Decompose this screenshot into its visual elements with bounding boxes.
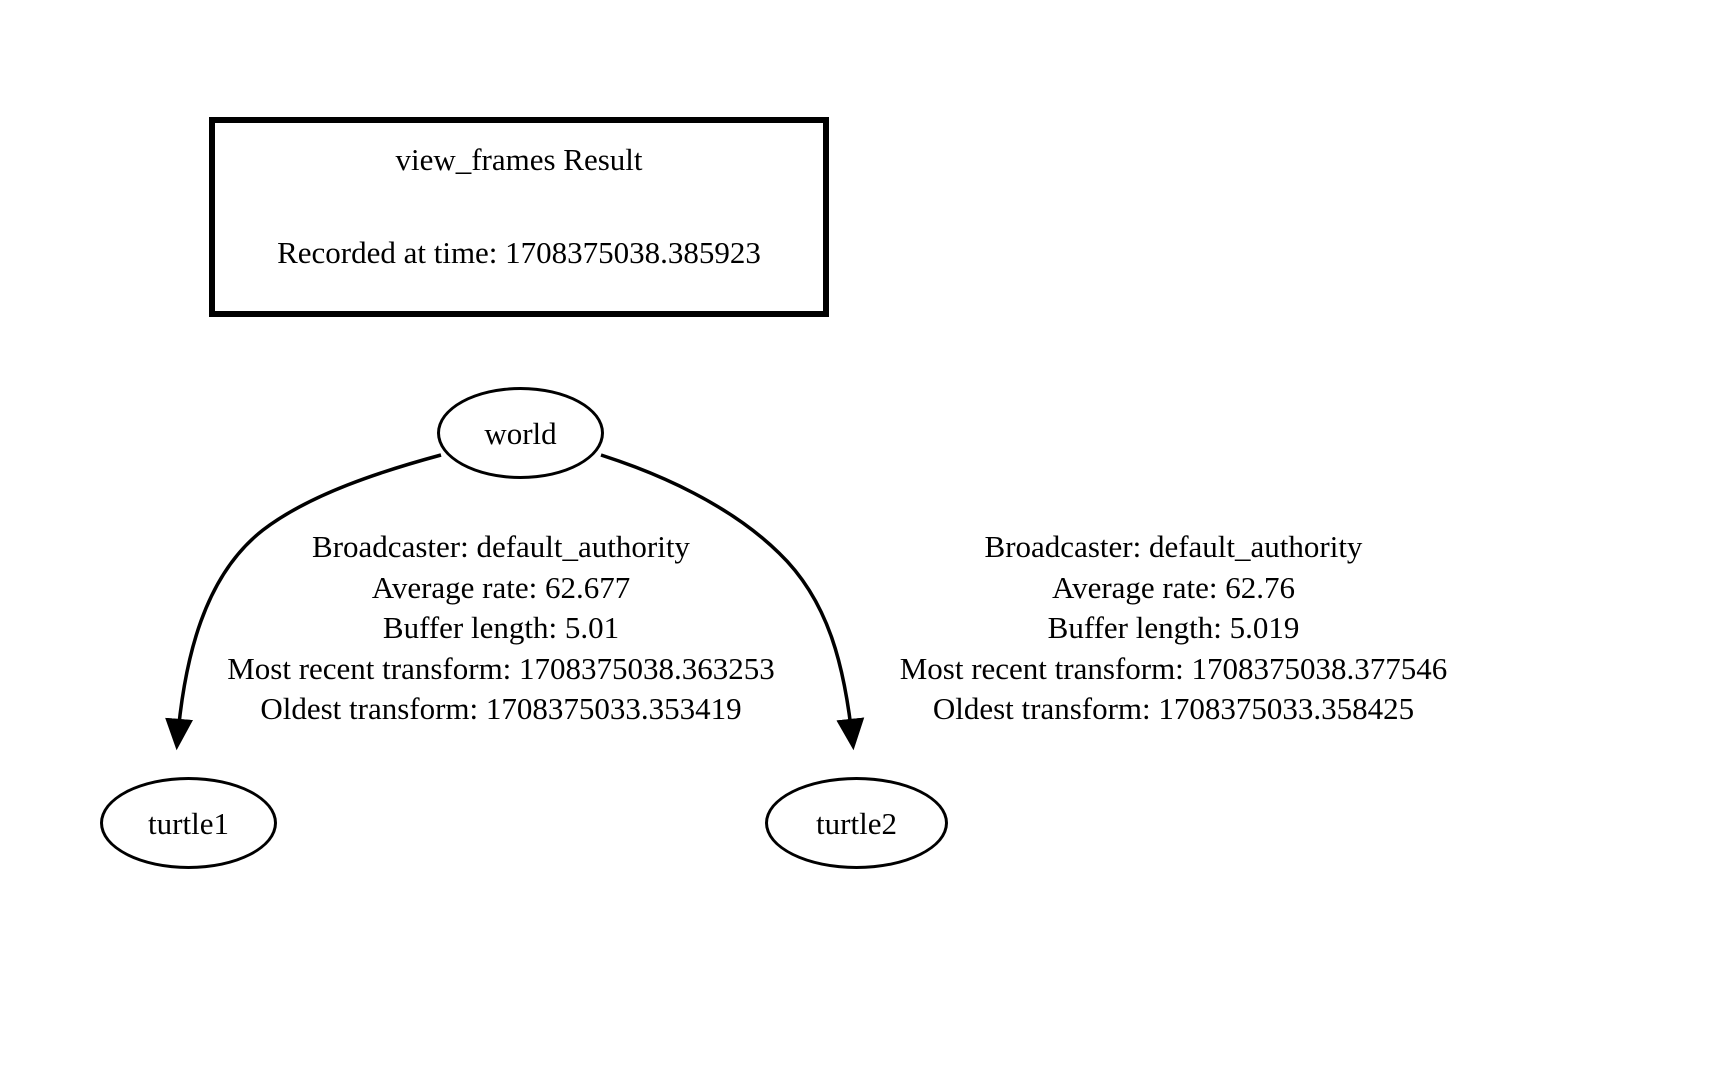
edge2-broadcaster: Broadcaster: default_authority bbox=[984, 529, 1363, 564]
recorded-at-time: Recorded at time: 1708375038.385923 bbox=[277, 235, 761, 270]
edge1-buffer-length: Buffer length: 5.01 bbox=[382, 610, 620, 645]
node-world[interactable]: world bbox=[437, 387, 604, 479]
node-world-label: world bbox=[484, 415, 557, 451]
node-turtle2-label: turtle2 bbox=[816, 805, 897, 841]
view-frames-result-box: view_frames Result Recorded at time: 170… bbox=[209, 117, 829, 317]
edge2-oldest-transform: Oldest transform: 1708375033.358425 bbox=[932, 691, 1415, 726]
edge2-buffer-length: Buffer length: 5.019 bbox=[1047, 610, 1300, 645]
edge1-average-rate: Average rate: 62.677 bbox=[371, 569, 631, 605]
result-heading: view_frames Result bbox=[395, 142, 643, 177]
node-turtle1-label: turtle1 bbox=[148, 805, 229, 841]
edge2-average-rate: Average rate: 62.76 bbox=[1051, 569, 1295, 605]
edge1-oldest-transform: Oldest transform: 1708375033.353419 bbox=[260, 691, 742, 726]
edge-world-to-turtle2 bbox=[600, 453, 865, 751]
edge1-broadcaster: Broadcaster: default_authority bbox=[312, 529, 690, 564]
edge-label-world-turtle1: Broadcaster: default_authority Average r… bbox=[196, 527, 806, 730]
edge2-most-recent-transform: Most recent transform: 1708375038.377546 bbox=[899, 650, 1448, 686]
edge-world-to-turtle1 bbox=[165, 453, 442, 751]
node-turtle2[interactable]: turtle2 bbox=[765, 777, 948, 869]
node-turtle1[interactable]: turtle1 bbox=[100, 777, 277, 869]
edge1-most-recent-transform: Most recent transform: 1708375038.363253 bbox=[227, 650, 775, 686]
edge-label-world-turtle2: Broadcaster: default_authority Average r… bbox=[866, 527, 1481, 730]
